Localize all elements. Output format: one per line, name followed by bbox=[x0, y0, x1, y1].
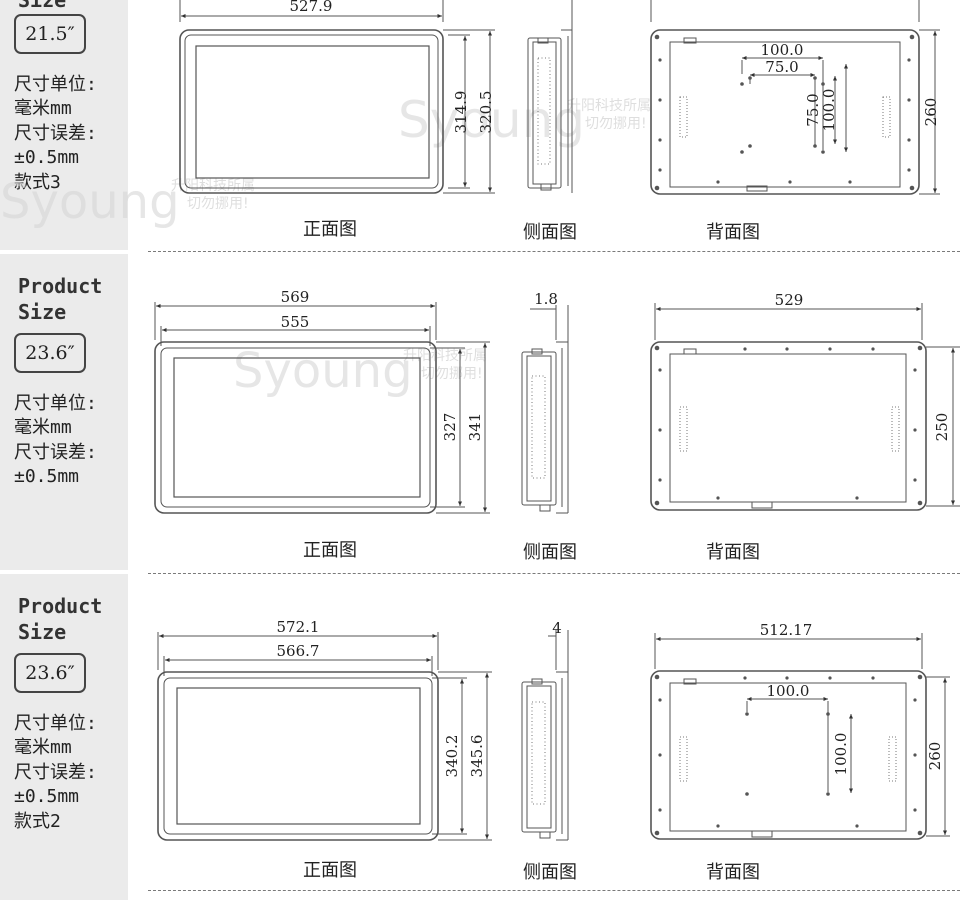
dashed-divider bbox=[148, 251, 960, 252]
dimension-label: 314.9 bbox=[452, 91, 470, 134]
dimension-label: 555 bbox=[281, 313, 310, 331]
back-view-drawing bbox=[650, 303, 960, 511]
front-view-drawing bbox=[157, 632, 492, 841]
sidebar-panel bbox=[0, 0, 128, 900]
dimension-label: 341 bbox=[466, 413, 484, 442]
spec-line: 尺寸单位: bbox=[14, 74, 97, 95]
mounting-holes bbox=[654, 674, 923, 836]
watermark-text: 升阳科技所属 bbox=[403, 348, 487, 364]
dimension-label: 4 bbox=[552, 619, 562, 637]
spec-line: 尺寸单位: bbox=[14, 713, 97, 734]
section-separator bbox=[0, 570, 128, 574]
section-separator bbox=[0, 250, 128, 254]
caption-back-view: 背面图 bbox=[706, 542, 760, 563]
section-title-product: Product bbox=[18, 274, 103, 298]
dimension-label: 527.9 bbox=[290, 0, 333, 15]
section-title-size: Size bbox=[18, 620, 67, 644]
dimension-label: 320.5 bbox=[477, 91, 495, 134]
side-view-drawing bbox=[527, 0, 573, 193]
side-view-drawing bbox=[521, 630, 569, 841]
dashed-divider bbox=[148, 573, 960, 574]
watermark-text: 升阳科技所属 bbox=[567, 98, 651, 114]
caption-back-view: 背面图 bbox=[706, 862, 760, 883]
dimension-label: 512.17 bbox=[760, 621, 813, 639]
front-view-drawing bbox=[154, 302, 490, 514]
front-view-drawing bbox=[179, 0, 495, 194]
dimension-label: 260 bbox=[926, 742, 944, 771]
dashed-divider bbox=[148, 890, 960, 891]
screen-size-badge: 23.6″ bbox=[14, 653, 86, 693]
caption-side-view: 侧面图 bbox=[523, 222, 577, 243]
screen-size-badge: 23.6″ bbox=[14, 333, 86, 373]
dimension-label: 250 bbox=[933, 413, 951, 442]
spec-line: ±0.5mm bbox=[14, 147, 80, 168]
dimension-label: 1.8 bbox=[534, 290, 558, 308]
back-view-drawing bbox=[650, 633, 950, 840]
watermark-text: 切勿挪用! bbox=[585, 116, 647, 132]
dimension-label: 100.0 bbox=[820, 89, 838, 132]
dimension-label: 327 bbox=[441, 413, 459, 442]
watermark: Syoung 升阳科技所属 切勿挪用! Syoung 升阳科技所属 切勿挪用! … bbox=[0, 91, 651, 399]
dimension-label: 260 bbox=[922, 98, 940, 127]
caption-front-view: 正面图 bbox=[303, 860, 357, 881]
spec-line: ±0.5mm bbox=[14, 786, 80, 807]
dimension-label: 569 bbox=[281, 288, 310, 306]
section-title-product: Product bbox=[18, 594, 103, 618]
spec-line: 尺寸误差: bbox=[14, 123, 97, 144]
dimension-label: 75.0 bbox=[765, 58, 798, 76]
caption-front-view: 正面图 bbox=[303, 219, 357, 240]
caption-side-view: 侧面图 bbox=[523, 542, 577, 563]
watermark-logo: Syoung bbox=[0, 174, 180, 230]
spec-line: 款式3 bbox=[14, 172, 61, 193]
section-title-size: Size bbox=[18, 300, 67, 324]
spec-line: ±0.5mm bbox=[14, 466, 80, 487]
watermark-logo: Syoung bbox=[233, 343, 413, 399]
caption-side-view: 侧面图 bbox=[523, 862, 577, 883]
dimension-label: 345.6 bbox=[468, 735, 486, 778]
dimension-label: 100.0 bbox=[832, 733, 850, 776]
caption-front-view: 正面图 bbox=[303, 540, 357, 561]
section-title-size: Size bbox=[18, 0, 67, 12]
dimension-label: 572.1 bbox=[277, 618, 320, 636]
back-view-drawing bbox=[650, 0, 940, 195]
spec-line: 款式2 bbox=[14, 811, 61, 832]
dimension-label: 529 bbox=[775, 291, 804, 309]
caption-back-view: 背面图 bbox=[706, 222, 760, 243]
side-view-drawing bbox=[521, 305, 569, 514]
spec-line: 毫米mm bbox=[14, 98, 72, 119]
spec-line: 毫米mm bbox=[14, 417, 72, 438]
dimension-label: 100.0 bbox=[767, 682, 810, 700]
spec-line: 尺寸误差: bbox=[14, 762, 97, 783]
dimension-label: 75.0 bbox=[804, 93, 822, 126]
spec-line: 毫米mm bbox=[14, 737, 72, 758]
dimension-label: 100.0 bbox=[761, 41, 804, 59]
mounting-holes bbox=[654, 345, 923, 506]
mounting-holes bbox=[654, 34, 915, 191]
dimension-label: 566.7 bbox=[277, 642, 320, 660]
spec-line: 尺寸误差: bbox=[14, 442, 97, 463]
dimension-label: 340.2 bbox=[443, 735, 461, 778]
screen-size-badge: 21.5″ bbox=[14, 14, 86, 54]
watermark-text: 切勿挪用! bbox=[187, 196, 249, 212]
watermark-text: 升阳科技所属 bbox=[171, 178, 255, 194]
spec-line: 尺寸单位: bbox=[14, 393, 97, 414]
